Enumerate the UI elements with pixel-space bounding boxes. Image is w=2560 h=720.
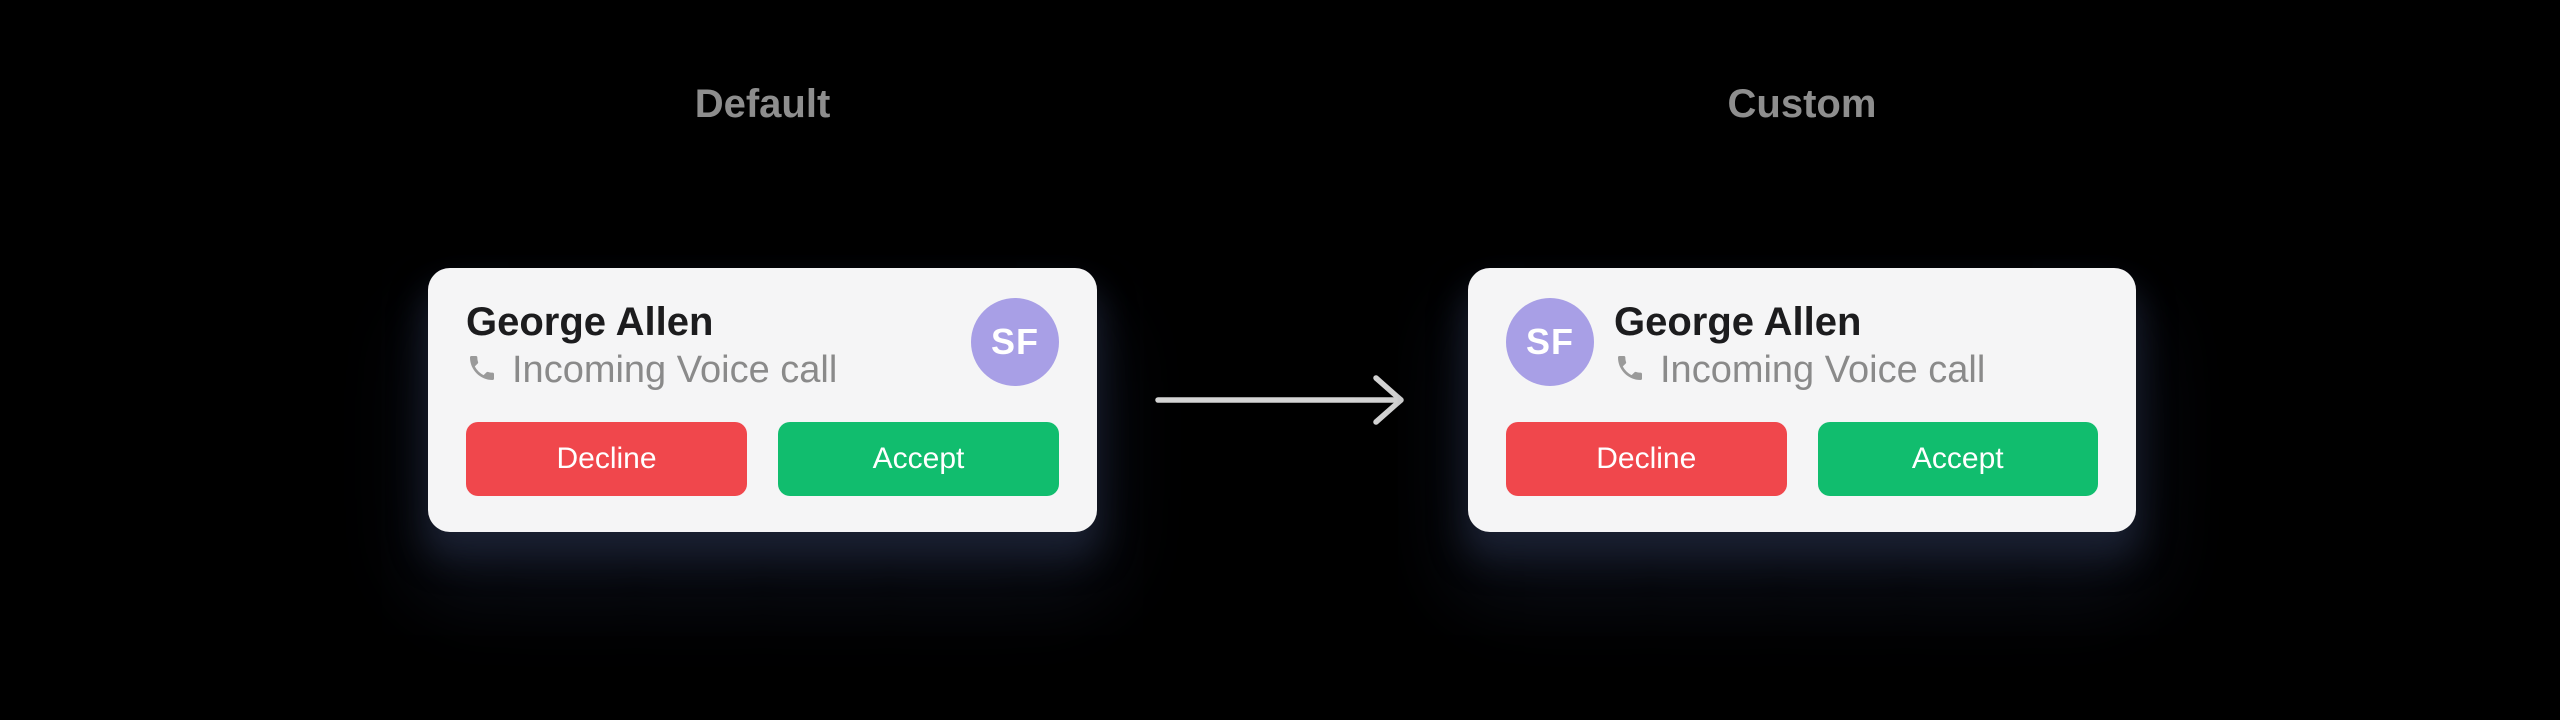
avatar-initials: SF (1525, 321, 1574, 362)
avatar: SF (971, 298, 1059, 386)
call-type-row: Incoming Voice call (466, 350, 837, 390)
call-type-row: Incoming Voice call (1614, 350, 1985, 390)
accept-button[interactable]: Accept (778, 422, 1059, 496)
caller-name: George Allen (466, 300, 714, 344)
card-header: George Allen Incoming Voice call SF (466, 298, 1059, 390)
incoming-call-card-default: George Allen Incoming Voice call SF Decl… (428, 268, 1097, 532)
avatar-initials: SF (990, 321, 1039, 362)
decline-button[interactable]: Decline (1506, 422, 1787, 496)
card-header: SF George Allen Incoming Voice call (1506, 298, 2098, 390)
avatar: SF (1506, 298, 1594, 386)
caller-info: George Allen Incoming Voice call (466, 298, 837, 390)
section-label-custom: Custom (1727, 82, 1877, 126)
call-actions: Decline Accept (466, 422, 1059, 496)
section-label-default: Default (694, 82, 831, 126)
caller-info: George Allen Incoming Voice call (1614, 298, 1985, 390)
phone-icon (466, 352, 498, 389)
arrow-right-icon (1155, 375, 1404, 425)
incoming-call-card-custom: SF George Allen Incoming Voice call Decl… (1468, 268, 2136, 532)
call-type-label: Incoming Voice call (1660, 349, 1986, 391)
call-type-label: Incoming Voice call (512, 349, 838, 391)
phone-icon (1614, 352, 1646, 389)
decline-button[interactable]: Decline (466, 422, 747, 496)
accept-button[interactable]: Accept (1817, 422, 2098, 496)
call-actions: Decline Accept (1506, 422, 2098, 496)
caller-name: George Allen (1614, 300, 1862, 344)
